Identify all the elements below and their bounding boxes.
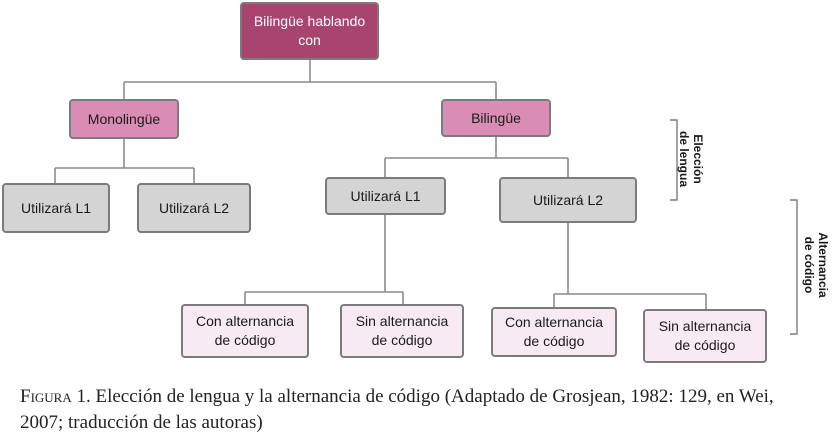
node-bi-utilizara-l1: Utilizará L1 xyxy=(325,177,446,215)
node-mono-utilizara-l2: Utilizará L2 xyxy=(137,183,251,233)
side-label-alternancia-de-codigo: Alternancia de código xyxy=(802,232,830,298)
figure-caption: Figura 1. Elección de lengua y la altern… xyxy=(20,384,820,436)
side-label-eleccion-de-lengua: Elección de lengua xyxy=(677,130,705,187)
node-l1-sin-alternancia: Sin alternancia de código xyxy=(340,304,464,358)
node-l1-con-alternancia: Con alternancia de código xyxy=(181,304,309,358)
figure-caption-text: 1. Elección de lengua y la alternancia d… xyxy=(20,386,774,433)
node-monolingue: Monolingüe xyxy=(69,99,179,139)
node-bilingue: Bilingüe xyxy=(441,99,551,137)
node-mono-utilizara-l1: Utilizará L1 xyxy=(2,183,110,233)
node-bilingue-hablando-con: Bilingüe hablando con xyxy=(240,2,379,60)
node-l2-sin-alternancia: Sin alternancia de código xyxy=(643,309,767,363)
node-bi-utilizara-l2: Utilizará L2 xyxy=(499,177,637,223)
figure-caption-label: Figura xyxy=(20,386,72,407)
node-l2-con-alternancia: Con alternancia de código xyxy=(491,307,617,357)
